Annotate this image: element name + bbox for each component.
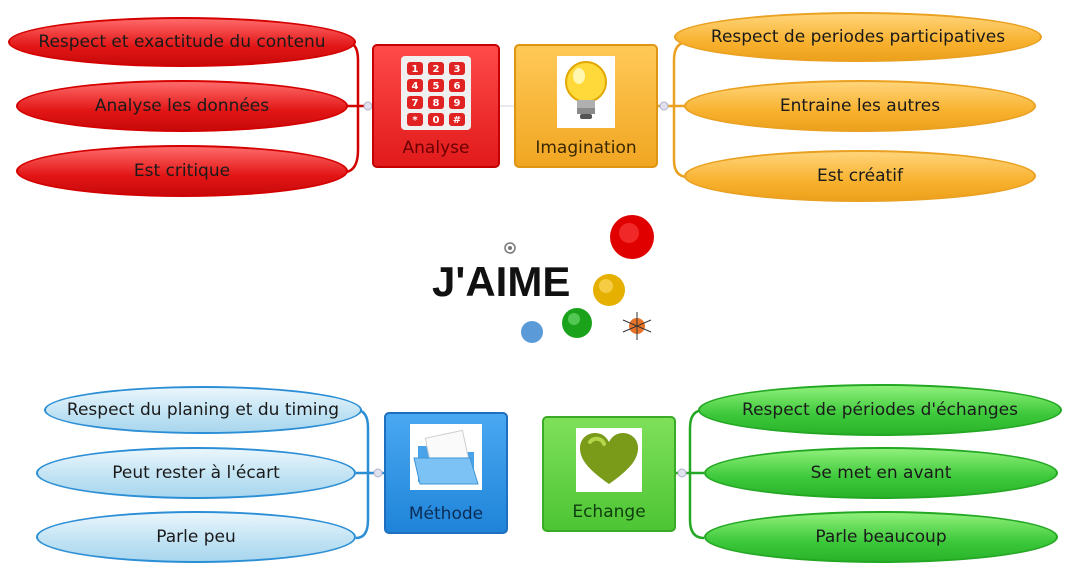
lightbulb-icon <box>557 56 615 133</box>
svg-text:5: 5 <box>433 81 440 92</box>
svg-text:3: 3 <box>454 64 461 75</box>
folder-icon <box>410 424 482 495</box>
imagination-item-3[interactable]: Est créatif <box>684 150 1036 202</box>
analyse-item-1[interactable]: Respect et exactitude du contenu <box>8 17 356 67</box>
echange-item-3[interactable]: Parle beaucoup <box>704 511 1058 563</box>
center-title[interactable]: J'AIME <box>432 258 571 305</box>
analyse-item-2[interactable]: Analyse les données <box>16 80 348 132</box>
imagination-item-2[interactable]: Entraine les autres <box>684 80 1036 132</box>
echange-item-2[interactable]: Se met en avant <box>704 447 1058 499</box>
methode-item-1[interactable]: Respect du planing et du timing <box>44 386 362 434</box>
svg-text:8: 8 <box>433 98 440 109</box>
methode-node[interactable]: Méthode <box>384 412 508 534</box>
imagination-item-1[interactable]: Respect de periodes participatives <box>674 12 1042 62</box>
analyse-label: Analyse <box>402 138 470 158</box>
methode-label: Méthode <box>408 504 484 524</box>
svg-text:6: 6 <box>454 81 461 92</box>
svg-text:1: 1 <box>412 64 419 75</box>
imagination-label: Imagination <box>535 138 637 158</box>
svg-text:9: 9 <box>454 98 461 109</box>
analyse-item-3[interactable]: Est critique <box>16 145 348 197</box>
echange-node[interactable]: Echange <box>542 416 676 532</box>
svg-text:2: 2 <box>433 64 440 75</box>
methode-item-3[interactable]: Parle peu <box>36 511 356 563</box>
methode-item-2[interactable]: Peut rester à l'écart <box>36 447 356 499</box>
keypad-icon: 1 2 3 4 5 6 7 8 9 * 0 # <box>401 56 471 135</box>
center-decoration <box>504 215 654 343</box>
svg-text:#: # <box>453 115 461 126</box>
echange-label: Echange <box>572 502 646 522</box>
imagination-node[interactable]: Imagination <box>514 44 658 168</box>
svg-text:0: 0 <box>433 115 440 126</box>
heart-icon <box>576 428 642 497</box>
svg-text:*: * <box>412 115 418 126</box>
svg-text:7: 7 <box>412 98 419 109</box>
echange-item-1[interactable]: Respect de périodes d'échanges <box>698 384 1062 436</box>
svg-text:4: 4 <box>412 81 419 92</box>
analyse-node[interactable]: 1 2 3 4 5 6 7 8 9 * 0 # Analyse <box>372 44 500 168</box>
